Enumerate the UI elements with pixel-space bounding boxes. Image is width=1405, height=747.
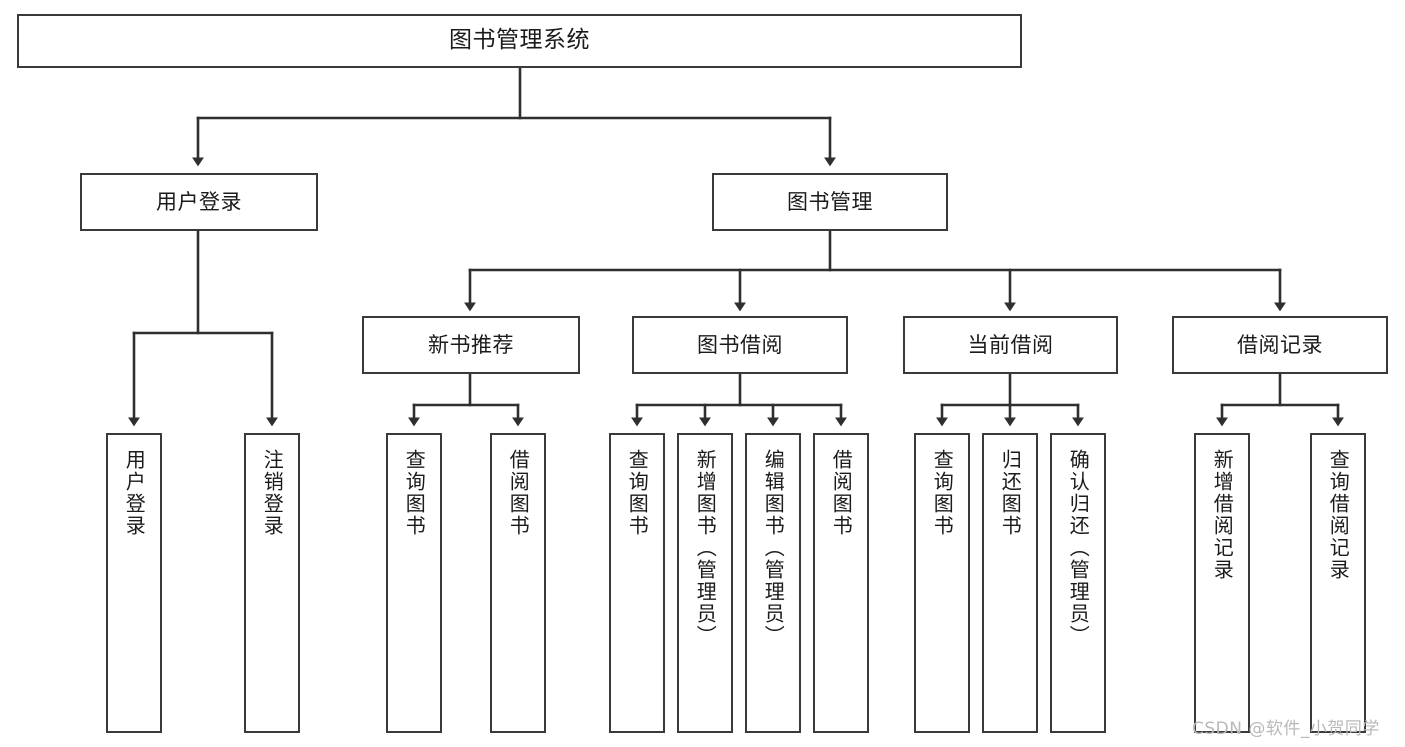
leaf-user-login-login[interactable]: 用户登录 [106, 433, 162, 733]
node-label: 注销登录 [260, 449, 285, 537]
node-label: 图书借阅 [697, 332, 783, 357]
node-label: 查询图书 [402, 449, 427, 537]
csdn-watermark: CSDN @软件_小贺同学 [1192, 719, 1380, 739]
leaf-new-book-borrow-book[interactable]: 借阅图书 [490, 433, 546, 733]
node-label: 编辑图书（管理员） [761, 449, 786, 647]
node-label: 新书推荐 [428, 332, 514, 357]
leaf-book-borrow-query-book[interactable]: 查询图书 [609, 433, 665, 733]
leaf-borrow-record-query-record[interactable]: 查询借阅记录 [1310, 433, 1366, 733]
leaf-borrow-record-add-record[interactable]: 新增借阅记录 [1194, 433, 1250, 733]
node-label: 借阅图书 [506, 449, 531, 537]
node-label: 当前借阅 [967, 332, 1054, 357]
node-label: 用户登录 [156, 189, 242, 214]
node-label: 新增借阅记录 [1210, 449, 1235, 581]
node-label: 借阅记录 [1237, 332, 1323, 357]
node-user-login[interactable]: 用户登录 [80, 173, 318, 231]
leaf-current-borrow-confirm-return-admin[interactable]: 确认归还（管理员） [1050, 433, 1106, 733]
node-borrow-record[interactable]: 借阅记录 [1172, 316, 1388, 374]
node-label: 查询图书 [930, 449, 955, 537]
node-book-manage[interactable]: 图书管理 [712, 173, 948, 231]
node-root-system[interactable]: 图书管理系统 [17, 14, 1022, 68]
leaf-current-borrow-return-book[interactable]: 归还图书 [982, 433, 1038, 733]
node-label: 图书管理 [787, 189, 873, 214]
node-book-borrow[interactable]: 图书借阅 [632, 316, 848, 374]
leaf-book-borrow-add-book-admin[interactable]: 新增图书（管理员） [677, 433, 733, 733]
leaf-current-borrow-query-book[interactable]: 查询图书 [914, 433, 970, 733]
node-label: 图书管理系统 [449, 27, 590, 54]
leaf-new-book-query-book[interactable]: 查询图书 [386, 433, 442, 733]
leaf-book-borrow-borrow-book[interactable]: 借阅图书 [813, 433, 869, 733]
node-current-borrow[interactable]: 当前借阅 [903, 316, 1118, 374]
node-new-book-recommend[interactable]: 新书推荐 [362, 316, 580, 374]
node-label: 归还图书 [998, 449, 1023, 537]
node-label: 借阅图书 [829, 449, 854, 537]
node-label: 确认归还（管理员） [1066, 449, 1091, 647]
node-label: 新增图书（管理员） [693, 449, 718, 647]
node-label: 查询图书 [625, 449, 650, 537]
node-label: 用户登录 [122, 449, 147, 537]
leaf-user-login-logout[interactable]: 注销登录 [244, 433, 300, 733]
node-label: 查询借阅记录 [1326, 449, 1351, 581]
leaf-book-borrow-edit-book-admin[interactable]: 编辑图书（管理员） [745, 433, 801, 733]
